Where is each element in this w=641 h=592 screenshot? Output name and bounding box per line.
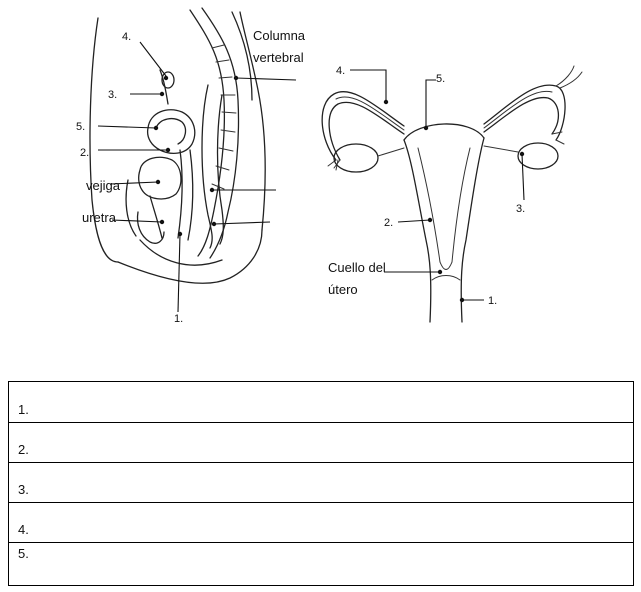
frontal-label-3: 3. (516, 203, 525, 215)
answer-table: 1. 2. 3. 4. 5. (8, 381, 634, 586)
sagittal-label-3: 3. (108, 89, 117, 101)
answer-row-2[interactable]: 2. (9, 422, 633, 462)
spine-label-line2: vertebral (253, 50, 304, 65)
urethra-label: uretra (82, 210, 117, 225)
answer-number: 4. (18, 522, 29, 537)
reproductive-system-diagram: 4. 3. 5. 2. 1. Columna vertebral vejiga … (76, 7, 583, 325)
bladder-label: vejiga (86, 178, 121, 193)
answer-number: 5. (18, 546, 29, 561)
answer-row-4[interactable]: 4. (9, 502, 633, 542)
sagittal-label-2: 2. (80, 147, 89, 159)
sagittal-view: 4. 3. 5. 2. 1. Columna vertebral vejiga … (76, 7, 306, 325)
answer-row-1[interactable]: 1. (9, 382, 633, 422)
cervix-label-line1: Cuello del (328, 260, 386, 275)
frontal-label-4: 4. (336, 65, 345, 77)
answer-number: 1. (18, 402, 29, 417)
frontal-label-1: 1. (488, 295, 497, 307)
answer-number: 2. (18, 442, 29, 457)
frontal-label-2: 2. (384, 217, 393, 229)
cervix-label-line2: útero (328, 282, 358, 297)
frontal-view: 4. 5. 3. 2. 1. Cuello del útero (321, 65, 583, 323)
sagittal-label-5: 5. (76, 121, 85, 133)
answer-row-3[interactable]: 3. (9, 462, 633, 502)
sagittal-label-4: 4. (122, 31, 131, 43)
answer-number: 3. (18, 482, 29, 497)
answer-row-5[interactable]: 5. (9, 542, 633, 585)
frontal-label-5: 5. (436, 73, 445, 85)
sagittal-label-1: 1. (174, 313, 183, 325)
spine-label-line1: Columna (253, 28, 306, 43)
